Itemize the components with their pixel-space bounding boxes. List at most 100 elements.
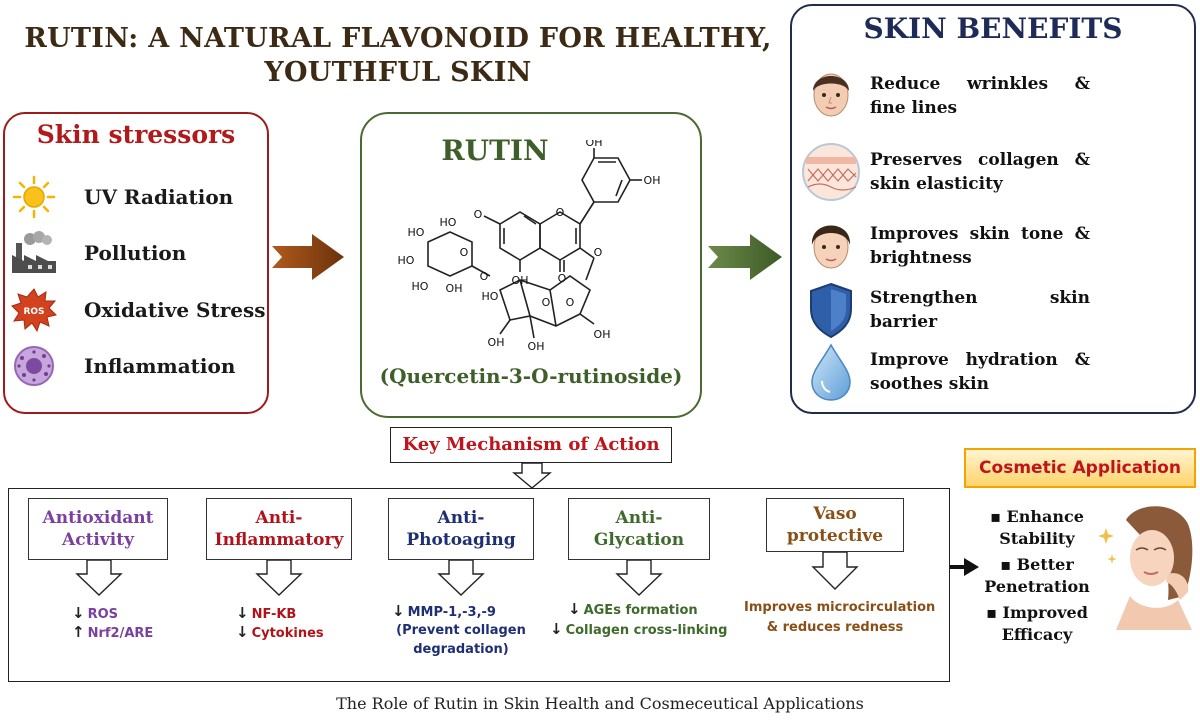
heading-line: Activity bbox=[62, 530, 134, 550]
direction-arrow: ↓ bbox=[568, 600, 581, 618]
effect-text: AGEs formation bbox=[583, 603, 698, 618]
effect-text: MMP-1,-3,-9 bbox=[407, 605, 496, 620]
mechanism-effect: Improves microcirculation bbox=[744, 598, 935, 617]
stressor-label: Inflammation bbox=[84, 354, 236, 378]
atom-label: HO bbox=[440, 216, 457, 229]
atom-label: OH bbox=[586, 140, 603, 149]
shield-icon bbox=[800, 279, 862, 341]
rutin-subtitle: (Quercetin-3-O-rutinoside) bbox=[379, 364, 683, 388]
heading-line: Antioxidant bbox=[42, 508, 154, 528]
benefit-row: Improves skin tone & brightness bbox=[800, 212, 1194, 280]
stressor-label: Pollution bbox=[84, 241, 187, 265]
heading-line: Anti- bbox=[615, 508, 663, 528]
atom-label: O bbox=[594, 246, 603, 259]
mechanism-effect: ↓Cytokines bbox=[236, 623, 324, 643]
atom-label: O bbox=[474, 208, 483, 221]
effect-text: degradation) bbox=[413, 642, 509, 657]
heading-line: Glycation bbox=[593, 530, 685, 550]
benefit-row: Strengthen skin barrier bbox=[800, 276, 1194, 344]
atom-label: O bbox=[460, 246, 469, 259]
cosmetic-item-text: Better Penetration bbox=[984, 555, 1090, 596]
mechanism-anti-glycation: Anti-Glycation ↓AGEs formation ↓Collagen… bbox=[550, 498, 727, 678]
face-icon bbox=[800, 215, 862, 277]
stressors-title: Skin stressors bbox=[36, 120, 236, 149]
atom-label: OH bbox=[594, 328, 611, 341]
stressor-row-uv: UV Radiation bbox=[10, 175, 268, 219]
direction-arrow: ↑ bbox=[72, 623, 85, 641]
benefit-row: Preserves collagen & skin elasticity bbox=[800, 138, 1194, 206]
atom-label: OH bbox=[528, 340, 545, 353]
heading-line: Anti- bbox=[255, 508, 303, 528]
cosmetic-title: Cosmetic Application bbox=[964, 448, 1196, 488]
skin-layer-icon bbox=[800, 141, 862, 203]
mechanism-anti-inflammatory: Anti-Inflammatory ↓NF-KB ↓Cytokines bbox=[206, 498, 352, 678]
rutin-molecule-structure: OH OH O O OH O O HO HO HO O HO OH O O O … bbox=[398, 140, 661, 353]
mechanism-heading: Anti-Photoaging bbox=[388, 498, 534, 560]
effect-text: Nrf2/ARE bbox=[87, 626, 154, 641]
mechanism-effect: ↓NF-KB bbox=[236, 604, 296, 624]
cosmetic-item: ▪ Enhance Stability bbox=[968, 506, 1106, 550]
direction-arrow: ↓ bbox=[72, 604, 85, 622]
atom-label: HO bbox=[482, 290, 499, 303]
atom-label: OH bbox=[488, 336, 505, 349]
benefit-label: Strengthen skin barrier bbox=[870, 288, 1090, 332]
mechanism-effect: ↓AGEs formation bbox=[568, 600, 698, 620]
sun-icon bbox=[10, 175, 58, 219]
atom-label: OH bbox=[446, 282, 463, 295]
effect-text: (Prevent collagen bbox=[396, 623, 526, 638]
atom-label: O bbox=[556, 206, 565, 219]
atom-label: HO bbox=[398, 254, 415, 267]
mechanism-effect: (Prevent collagen bbox=[388, 621, 534, 640]
mechanism-heading: Anti-Glycation bbox=[568, 498, 710, 560]
heading-line: protective bbox=[786, 526, 884, 546]
stressor-label: UV Radiation bbox=[84, 185, 234, 209]
benefit-label: Preserves collagen & skin elasticity bbox=[870, 150, 1090, 194]
cosmetic-list: ▪ Enhance Stability ▪ Better Penetration… bbox=[968, 506, 1106, 646]
benefit-label: Improves skin tone & brightness bbox=[870, 224, 1090, 268]
mechanism-panel bbox=[8, 488, 950, 682]
water-drop-icon bbox=[800, 341, 862, 403]
mechanism-down-arrow bbox=[437, 560, 485, 596]
mechanism-effect: degradation) bbox=[388, 640, 534, 659]
factory-icon bbox=[10, 231, 58, 275]
mechanism-anti-photoaging: Anti-Photoaging ↓MMP-1,-3,-9 (Prevent co… bbox=[388, 498, 534, 678]
atom-label: HO bbox=[408, 226, 425, 239]
mechanism-down-arrow bbox=[255, 560, 303, 596]
key-mechanism-title: Key Mechanism of Action bbox=[390, 427, 672, 463]
woman-applying-cream-illustration bbox=[1098, 506, 1193, 630]
main-title-line-1: RUTIN: A NATURAL FLAVONOID FOR HEALTHY, bbox=[24, 23, 772, 54]
benefit-row: Improve hydration & soothes skin bbox=[800, 338, 1194, 406]
mechanism-down-arrow bbox=[615, 560, 663, 596]
benefits-panel bbox=[790, 4, 1196, 414]
ros-icon-text: ROS bbox=[23, 307, 44, 317]
cell-icon bbox=[10, 344, 58, 388]
heading-line: Anti- bbox=[437, 508, 485, 528]
mechanism-effect: & reduces redness bbox=[744, 618, 926, 637]
cosmetic-item-text: Improved Efficacy bbox=[1001, 603, 1088, 644]
heading-line: Photoaging bbox=[406, 530, 516, 550]
bullet: ▪ bbox=[1000, 555, 1012, 574]
key-mechanism-arrow bbox=[512, 463, 552, 489]
mechanism-effect: ↑Nrf2/ARE bbox=[72, 623, 153, 643]
atom-label: O bbox=[558, 272, 567, 285]
stressor-row-oxidative: ROS Oxidative Stress bbox=[10, 288, 268, 333]
heading-line: Inflammatory bbox=[214, 530, 344, 550]
benefit-label: Improve hydration & soothes skin bbox=[870, 350, 1090, 394]
mechanism-effect: ↓Collagen cross-linking bbox=[550, 620, 727, 640]
effect-text: NF-KB bbox=[251, 607, 297, 622]
mechanism-effect: ↓MMP-1,-3,-9 bbox=[392, 602, 496, 622]
mechanism-effect: ↓ROS bbox=[72, 604, 118, 624]
atom-label: OH bbox=[644, 174, 661, 187]
effect-text: & reduces redness bbox=[766, 620, 904, 635]
stressors-panel bbox=[3, 112, 269, 414]
rutin-to-benefits-arrow bbox=[708, 234, 782, 280]
ros-burst-icon: ROS bbox=[10, 288, 58, 333]
heading-line: Vaso bbox=[813, 504, 857, 524]
cosmetic-item-text: Enhance Stability bbox=[999, 507, 1084, 548]
mechanism-to-cosmetic-arrow bbox=[950, 558, 979, 576]
direction-arrow: ↓ bbox=[236, 623, 249, 641]
mechanism-down-arrow bbox=[811, 552, 859, 590]
